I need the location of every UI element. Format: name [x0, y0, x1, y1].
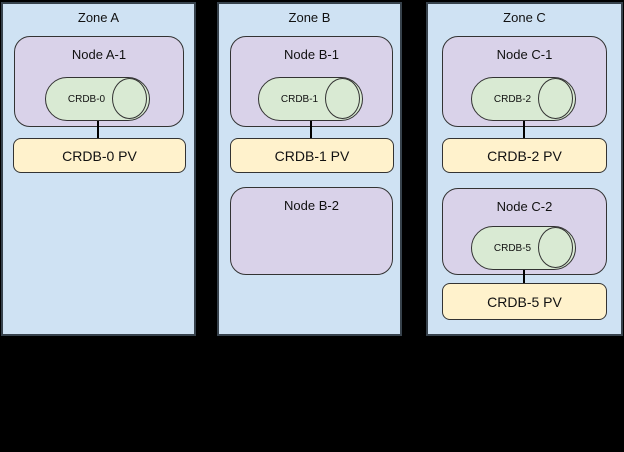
node-b1-box: Node B-1 CRDB-1 — [230, 36, 393, 127]
crdb-5-pv-label: CRDB-5 PV — [487, 293, 562, 310]
crdb-0-cylinder-icon: CRDB-0 — [45, 77, 150, 121]
zone-a-container: Zone A Node A-1 CRDB-0 CRDB-0 PV — [1, 2, 196, 336]
node-c2-label: Node C-2 — [496, 199, 553, 214]
cylinder-cap-icon — [112, 78, 147, 119]
node-b2-box: Node B-2 — [230, 187, 393, 275]
crdb-0-pv-box: CRDB-0 PV — [13, 138, 186, 173]
cylinder-cap-icon — [538, 227, 573, 268]
zone-b-label: Zone B — [288, 10, 331, 25]
node-a1-label: Node A-1 — [71, 47, 127, 62]
crdb-1-label: CRDB-1 — [280, 93, 319, 105]
crdb-0-pv-label: CRDB-0 PV — [62, 147, 137, 164]
crdb-5-cylinder-icon: CRDB-5 — [471, 226, 576, 270]
node-c2-box: Node C-2 CRDB-5 — [442, 188, 607, 275]
crdb-1-cylinder-icon: CRDB-1 — [258, 77, 363, 121]
connector-line — [310, 121, 312, 138]
crdb-0-label: CRDB-0 — [67, 93, 106, 105]
connector-line — [523, 121, 525, 138]
crdb-1-pv-label: CRDB-1 PV — [274, 147, 350, 164]
crdb-2-label: CRDB-2 — [493, 93, 532, 105]
crdb-1-pv-box: CRDB-1 PV — [230, 138, 394, 173]
cylinder-cap-icon — [538, 78, 573, 119]
node-b1-label: Node B-1 — [284, 47, 339, 62]
zone-b-container: Zone B Node B-1 CRDB-1 CRDB-1 PV Node B-… — [217, 2, 402, 336]
node-c1-label: Node C-1 — [496, 47, 553, 62]
connector-line — [97, 121, 99, 138]
zone-c-label: Zone C — [503, 10, 546, 25]
node-c1-box: Node C-1 CRDB-2 — [442, 36, 607, 127]
crdb-2-pv-box: CRDB-2 PV — [442, 138, 607, 173]
crdb-5-label: CRDB-5 — [493, 242, 532, 254]
node-a1-box: Node A-1 CRDB-0 — [14, 36, 184, 127]
crdb-2-cylinder-icon: CRDB-2 — [471, 77, 576, 121]
node-b2-label: Node B-2 — [284, 198, 339, 213]
zone-a-label: Zone A — [77, 10, 120, 25]
connector-line — [523, 270, 525, 285]
cylinder-cap-icon — [325, 78, 360, 119]
crdb-5-pv-box: CRDB-5 PV — [442, 283, 607, 320]
crdb-2-pv-label: CRDB-2 PV — [487, 147, 562, 164]
zone-c-container: Zone C Node C-1 CRDB-2 CRDB-2 PV Node C-… — [426, 2, 623, 336]
